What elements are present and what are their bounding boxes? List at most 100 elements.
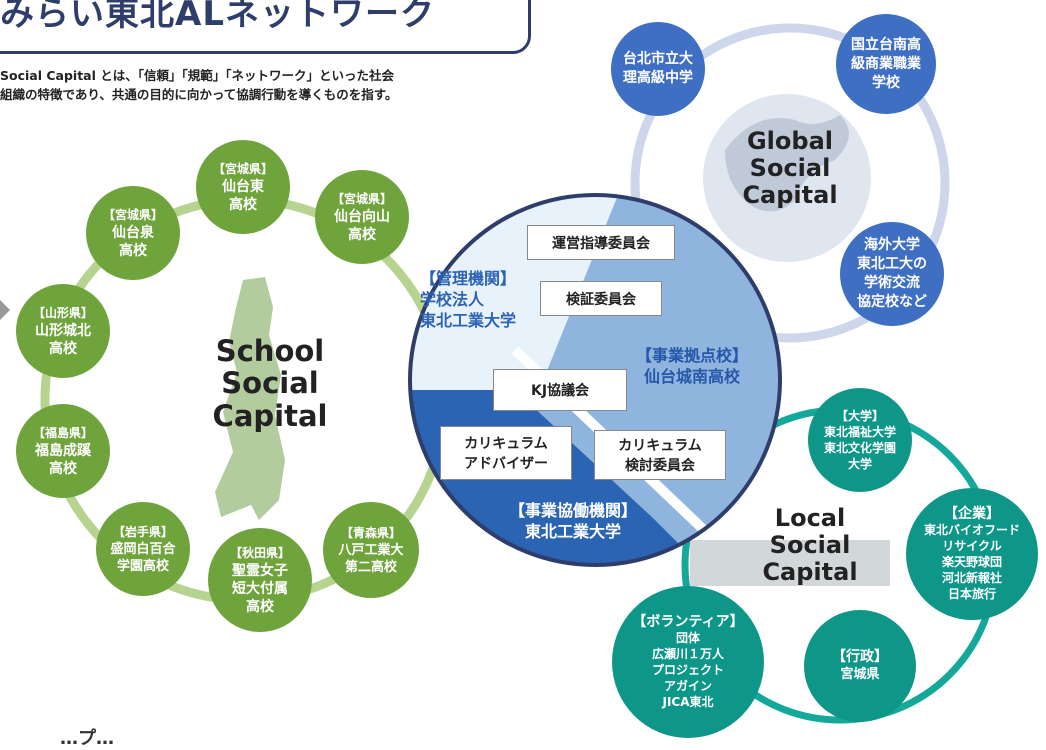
node-line: 盛岡白百合 (110, 541, 176, 557)
local-node: 【行政】 宮城県 (804, 610, 916, 722)
node-line: 高校 (348, 227, 376, 243)
node-line: 大学 (847, 457, 872, 471)
node-line: 高校 (246, 599, 274, 615)
node-line: 河北新報社 (941, 571, 1002, 585)
school-node: 【秋田県】 聖霊女子 短大付属 高校 (208, 528, 312, 632)
local-node: 【ボランティア】 団体 広瀬川１万人 プロジェクト アガイン JICA東北 (612, 586, 764, 738)
local-node: 【企業】 東北バイオフード リサイクル 楽天野球団 河北新報社 日本旅行 (906, 488, 1038, 620)
global-node: 海外大学 東北工大の 学術交流 協定校など (840, 222, 944, 326)
town-image (690, 540, 890, 586)
node-line: 高校 (229, 197, 257, 213)
management-line: 【管理機関】 (420, 269, 517, 288)
node-line: 学園高校 (116, 558, 169, 574)
node-line: 【大学】 (835, 409, 884, 423)
node-line: 仙台泉 (112, 225, 154, 241)
label-line: Social (749, 153, 831, 182)
node-line: 【ボランティア】 (632, 614, 744, 630)
node-line: 東北バイオフード (923, 523, 1020, 537)
cooperation-label: 【事業協働機関】 東北工業大学 (478, 500, 668, 542)
label-line: School (215, 334, 325, 368)
label-line: Global (746, 127, 833, 155)
kj-council-box: KJ協議会 (493, 369, 627, 411)
box-line: カリキュラム (464, 436, 548, 452)
node-line: 【企業】 (944, 506, 1000, 522)
label-line: Capital (762, 557, 858, 586)
node-line: 八戸工業大 (338, 542, 404, 558)
node-line: アガイン (663, 679, 712, 693)
management-line: 東北工業大学 (420, 311, 517, 330)
curriculum-advisor-box: カリキュラム アドバイザー (440, 426, 572, 480)
node-line: 仙台向山 (334, 209, 390, 225)
verification-committee-box: 検証委員会 (540, 281, 662, 316)
curriculum-committee-box: カリキュラム 検討委員会 (594, 430, 726, 480)
node-line: 【青森県】 (340, 525, 401, 540)
node-line: 福島成蹊 (35, 443, 91, 459)
description: Social Capital とは、「信頼」「規範」「ネットワーク」といった社会… (0, 66, 398, 104)
base-school-label: 【事業拠点校】 仙台城南高校 (636, 345, 748, 387)
label-line: Local (774, 504, 846, 532)
global-node: 国立台南高 級商業職業 学校 (836, 14, 936, 114)
node-line: 級商業職業 (851, 55, 921, 72)
node-line: リサイクル (942, 539, 1002, 553)
node-line: 【岩手県】 (112, 524, 173, 539)
local-node: 【大学】 東北福祉大学 東北文化学園 大学 (808, 388, 912, 492)
page-title: みらい東北ALネットワーク (0, 0, 435, 34)
global-ring (630, 23, 950, 343)
node-line: 理高級中学 (623, 70, 693, 86)
node-line: JICA東北 (662, 695, 714, 709)
node-line: 【行政】 (832, 649, 888, 665)
node-line: 学校 (872, 74, 900, 91)
cooperation-line: 東北工業大学 (524, 522, 621, 541)
node-line: 【宮城県】 (331, 192, 392, 206)
description-line: 組織の特徴であり、共通の目的に向かって協調行動を導くものを指す。 (0, 87, 398, 102)
local-social-capital-label: Local Social Capital (750, 505, 870, 586)
title-box (0, 0, 531, 54)
node-line: 第二高校 (344, 559, 397, 575)
node-line: 広瀬川１万人 (651, 647, 724, 661)
school-node: 【宮城県】 仙台東 高校 (196, 140, 290, 234)
node-line: 高校 (49, 461, 77, 477)
node-line: 学術交流 (864, 275, 920, 291)
node-line: 日本旅行 (947, 587, 996, 601)
node-line: プロジェクト (651, 663, 724, 677)
node-line: 東北福祉大学 (823, 425, 896, 439)
label-line: Social (221, 366, 319, 401)
school-node: 【宮城県】 仙台泉 高校 (86, 186, 180, 280)
node-line: 聖霊女子 (232, 563, 288, 579)
node-line: 【宮城県】 (102, 208, 163, 222)
description-line: Social Capital とは、「信頼」「規範」「ネットワーク」といった社会 (0, 68, 394, 83)
footer-text-partial: …プ… (60, 728, 114, 749)
school-node: 【宮城県】 仙台向山 高校 (315, 170, 409, 264)
node-line: 国立台南高 (851, 36, 921, 53)
school-node: 【山形県】 山形城北 高校 (16, 284, 110, 378)
management-line: 学校法人 (420, 290, 485, 309)
label-line: Social (769, 530, 851, 559)
node-line: 短大付属 (232, 581, 288, 597)
label-line: Capital (742, 180, 838, 209)
node-line: 楽天野球団 (941, 555, 1002, 569)
node-line: 東北工大の (857, 256, 927, 272)
globe-continent (725, 115, 849, 212)
base-school-line: 【事業拠点校】 (636, 346, 749, 365)
node-line: 団体 (675, 631, 700, 645)
node-line: 協定校など (857, 294, 927, 310)
cooperation-line: 【事業協働機関】 (508, 501, 637, 520)
node-line: 【福島県】 (32, 426, 93, 440)
box-line: 検討委員会 (625, 458, 695, 474)
box-line: カリキュラム (618, 438, 702, 454)
node-line: 海外大学 (864, 237, 920, 253)
node-line: 宮城県 (840, 667, 880, 682)
school-node: 【岩手県】 盛岡白百合 学園高校 (96, 502, 190, 596)
node-line: 東北文化学園 (823, 441, 896, 455)
school-social-capital-label: School Social Capital (200, 334, 340, 433)
arrow-icon (0, 300, 10, 320)
node-line: 仙台東 (222, 179, 264, 195)
node-line: 【山形県】 (32, 306, 93, 320)
node-line: 山形城北 (35, 323, 91, 339)
school-node: 【青森県】 八戸工業大 第二高校 (323, 502, 419, 598)
school-node: 【福島県】 福島成蹊 高校 (16, 404, 110, 498)
label-line: Capital (212, 398, 328, 433)
node-line: 【秋田県】 (229, 546, 290, 560)
node-line: 高校 (49, 341, 77, 357)
